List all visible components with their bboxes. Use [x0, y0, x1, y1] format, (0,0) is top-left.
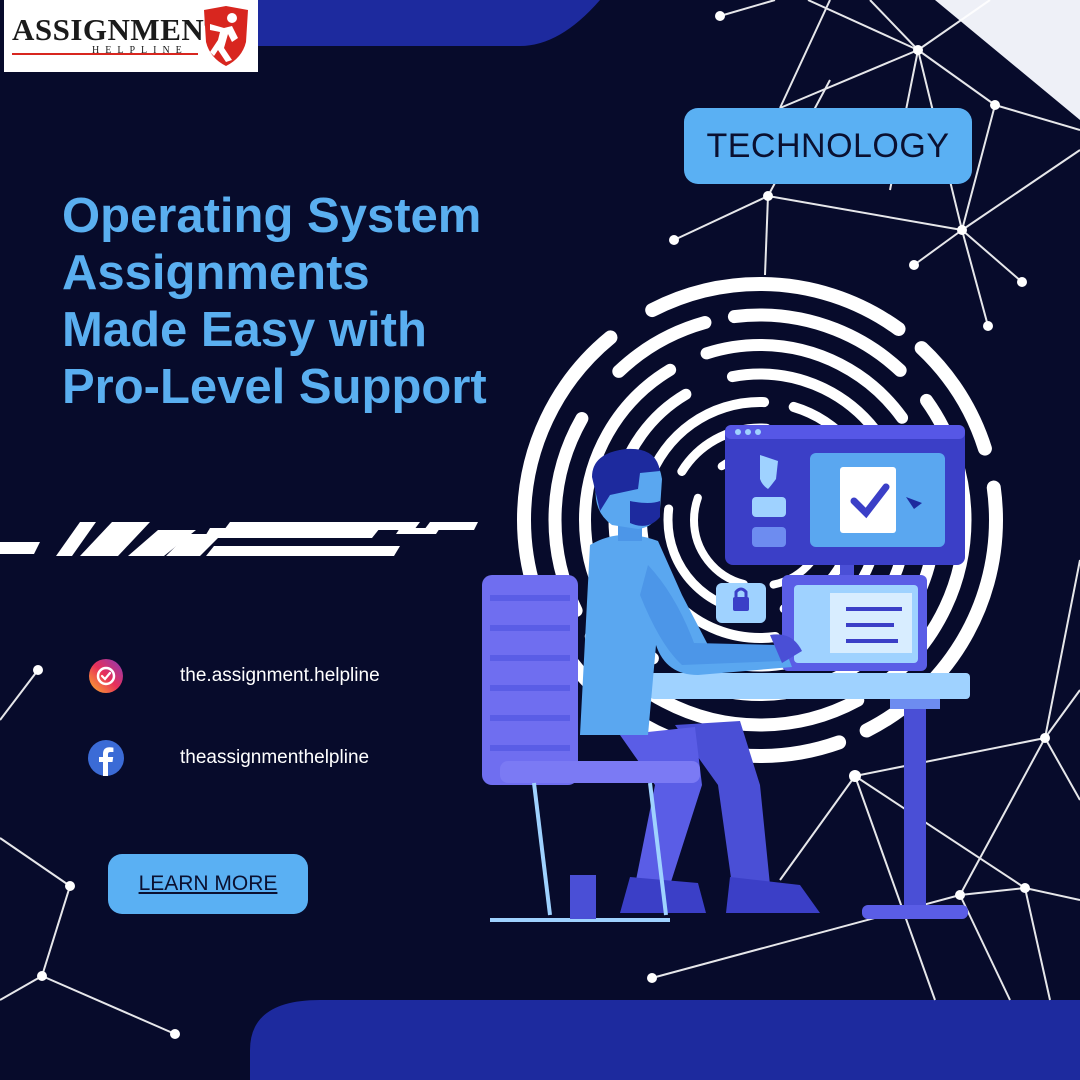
social-instagram[interactable]: the.assignment.helpline: [88, 658, 380, 694]
brand-tagline: HELPLINE: [92, 45, 188, 56]
headline-line-2: Assignments: [62, 246, 370, 300]
laptop: [782, 575, 927, 671]
desk: [650, 673, 970, 919]
headline-line-1: Operating System: [62, 189, 482, 243]
monitor: [725, 425, 965, 565]
network-bottom-right-nodes: [647, 733, 1050, 983]
category-tag: TECHNOLOGY: [684, 108, 972, 184]
facebook-icon: [88, 740, 124, 776]
brand-name: ASSIGNMENT: [12, 12, 226, 47]
facebook-handle[interactable]: theassignmenthelpline: [180, 747, 370, 768]
network-left-nodes: [33, 665, 180, 1039]
network-top-right-nodes: [669, 11, 1027, 331]
headline-line-3: Made Easy with: [62, 303, 427, 357]
headline: Operating System Assignments Made Easy w…: [62, 188, 602, 416]
instagram-icon: [89, 659, 123, 693]
shield-icon: [204, 6, 248, 66]
illustration: [482, 277, 1003, 922]
network-bottom-right: [651, 559, 1080, 1001]
brand-logo[interactable]: ASSIGNMENT HELPLINE: [4, 0, 258, 72]
chair: [482, 575, 700, 922]
network-left: [0, 669, 176, 1035]
lock-badge: [716, 583, 766, 623]
social-facebook[interactable]: theassignmenthelpline: [88, 740, 369, 776]
top-banner-shape: [230, 0, 600, 46]
instagram-handle[interactable]: the.assignment.helpline: [180, 665, 380, 686]
person: [580, 448, 820, 913]
bottom-banner-shape: [250, 1000, 1080, 1080]
headline-line-4: Pro-Level Support: [62, 360, 487, 414]
learn-more-button[interactable]: LEARN MORE: [108, 854, 308, 914]
corner-shape: [935, 0, 1080, 120]
brand-underline: [12, 53, 198, 55]
speed-stripes: [0, 522, 478, 556]
